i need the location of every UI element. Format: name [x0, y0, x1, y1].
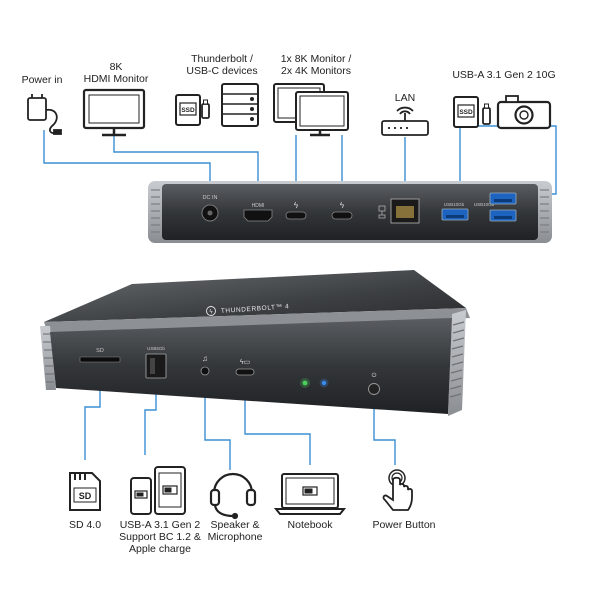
label-line: Speaker &	[210, 519, 260, 531]
power-led	[302, 380, 308, 386]
label-line: Power in	[21, 74, 63, 86]
power-button-label: Power Button	[366, 519, 442, 531]
svg-text:SSD: SSD	[459, 109, 473, 116]
usb-a-right-label: USB10Gb	[474, 202, 495, 207]
label-line: USB-A 3.1 Gen 2 10G	[452, 69, 556, 81]
front-connector-lines	[84, 365, 396, 470]
power-glyph: ⏻	[372, 372, 377, 379]
hdmi-label: HDMI	[252, 203, 265, 209]
thunderbolt-host-glyph: ϟ▭	[240, 359, 250, 366]
audio-glyph: ♫	[202, 354, 208, 363]
svg-text:SD: SD	[79, 491, 92, 501]
line-power-in	[43, 130, 211, 188]
label-line: HDMI Monitor	[83, 73, 149, 85]
front-top-edge	[44, 308, 470, 334]
line-thunderbolt-host	[244, 380, 311, 465]
thunderbolt-port-2	[331, 211, 353, 220]
svg-text:ϟ: ϟ	[209, 310, 213, 316]
headset-icon	[209, 472, 257, 520]
sd-slot	[79, 356, 121, 363]
front-top-surface	[44, 270, 466, 322]
line-usb-a-front	[144, 380, 157, 455]
usb-devices-icon: SSD	[453, 95, 552, 130]
power-in-label: Power in	[14, 74, 70, 86]
usb-a-front-caption: USB-A 3.1 Gen 2 Support BC 1.2 & Apple c…	[110, 519, 210, 555]
thunderbolt-port-1	[285, 211, 307, 220]
brand-text: THUNDERBOLT™ 4	[221, 303, 290, 315]
thunderbolt-glyph-1: ϟ	[294, 201, 299, 210]
usb-a-left-label: USB10Gb	[444, 202, 465, 207]
usb-a-front-port	[145, 353, 167, 379]
usb-a-rear-port-1	[441, 208, 469, 221]
notebook-icon	[273, 473, 347, 515]
front-right-vents	[449, 321, 465, 398]
label-line: 1x 8K Monitor /	[280, 53, 352, 65]
usb-a-rear-label: USB-A 3.1 Gen 2 10G	[446, 69, 562, 81]
thunderbolt-host-port	[235, 368, 255, 376]
audio-jack	[200, 366, 210, 376]
usb-a-rear-port-2	[489, 192, 517, 205]
power-button	[368, 383, 380, 395]
hdmi-port	[243, 209, 273, 222]
label-line: SD 4.0	[68, 519, 102, 531]
label-line: USB-C devices	[186, 65, 258, 77]
monitors-label: 1x 8K Monitor / 2x 4K Monitors	[266, 53, 366, 77]
status-led	[321, 380, 327, 386]
power-button-hand-icon	[382, 469, 413, 511]
sd-card-icon: SD	[69, 472, 101, 511]
label-line: 8K	[109, 61, 123, 73]
label-line: Power Button	[372, 519, 436, 531]
speaker-microphone-label: Speaker & Microphone	[200, 519, 270, 543]
dc-in-label: DC IN	[203, 195, 218, 201]
front-left-vents	[43, 333, 54, 383]
monitor-icon	[82, 88, 146, 137]
rear-dock: DC IN HDMI ϟ ϟ USB10Gb USB10Gb	[148, 181, 552, 243]
lan-symbol	[378, 205, 386, 219]
usb-a-front-label: USB5Gb	[147, 346, 165, 351]
label-line: Notebook	[287, 519, 333, 531]
thunderbolt-devices-label: Thunderbolt / USB-C devices	[180, 53, 264, 77]
line-hdmi	[113, 135, 259, 200]
storage-devices-icon: SSD	[175, 83, 259, 127]
power-adapter-icon	[27, 94, 62, 135]
label-line: USB-A 3.1 Gen 2	[119, 519, 201, 531]
label-line: Support BC 1.2 &	[119, 531, 201, 543]
router-icon	[381, 106, 429, 136]
sd-label: SD	[96, 348, 104, 354]
label-line: Thunderbolt /	[191, 53, 253, 65]
lan-label: LAN	[385, 92, 425, 104]
label-line: 2x 4K Monitors	[280, 65, 352, 77]
thunderbolt-glyph-2: ϟ	[340, 201, 345, 210]
thunderbolt-logo: ϟ	[206, 306, 216, 316]
label-line: LAN	[394, 92, 416, 104]
sd-40-label: SD 4.0	[60, 519, 110, 531]
rear-vents	[151, 189, 549, 233]
phone-tablet-icon	[130, 466, 186, 515]
usb-a-rear-port-3	[489, 209, 517, 222]
svg-text:SSD: SSD	[181, 107, 195, 114]
dual-monitor-icon	[273, 83, 349, 137]
front-panel	[50, 318, 452, 414]
line-power-button	[373, 390, 396, 465]
notebook-label: Notebook	[280, 519, 340, 531]
hdmi-monitor-label: 8K HDMI Monitor	[74, 61, 158, 85]
front-dock: ϟ THUNDERBOLT™ 4 SD USB5Gb ♫ ϟ▭ ⏻	[40, 270, 470, 416]
label-line: Apple charge	[129, 543, 191, 555]
line-audio	[204, 380, 231, 470]
label-line: Microphone	[207, 531, 263, 543]
